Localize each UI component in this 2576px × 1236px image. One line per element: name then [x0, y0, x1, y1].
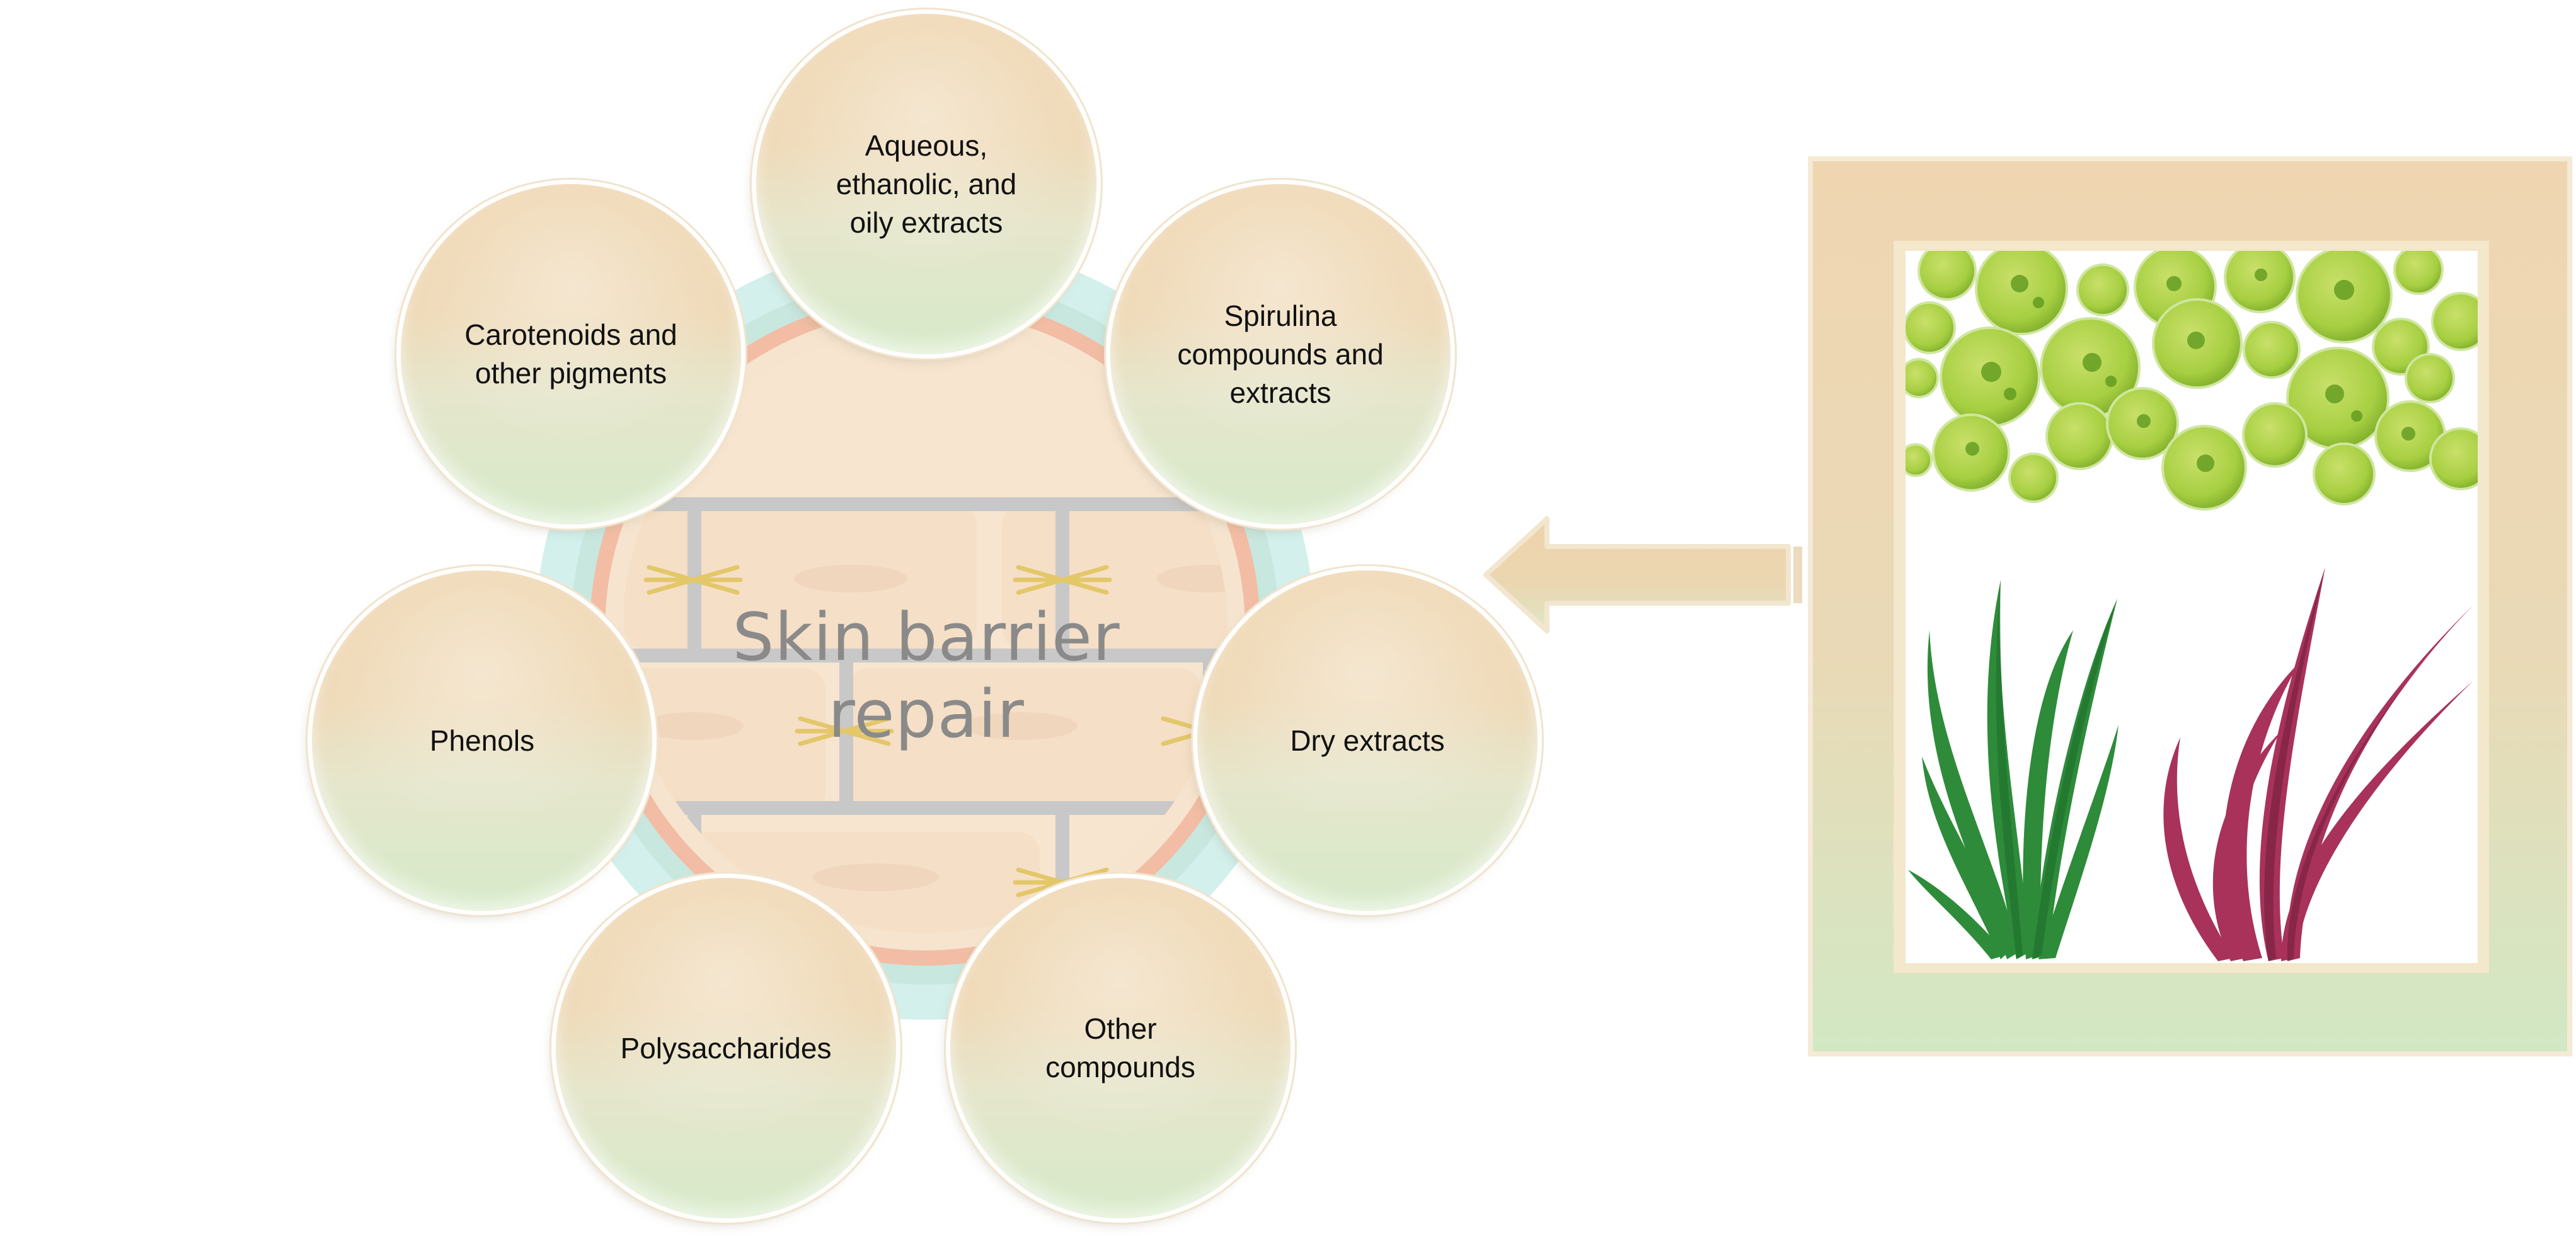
skin-section-illustration — [536, 241, 1314, 1020]
center-title: Skin barrier repair — [732, 599, 1120, 753]
node-phenols: Phenols — [312, 570, 652, 911]
node-carotenoids: Carotenoids and other pigments — [401, 184, 741, 524]
node-label: Polysaccharides — [620, 1031, 832, 1065]
node-label: Spirulina compounds and extracts — [1177, 299, 1384, 409]
node-label: Other compounds — [1045, 1012, 1195, 1083]
node-label: Carotenoids and other pigments — [464, 318, 677, 390]
node-polysaccharides: Polysaccharides — [556, 878, 896, 1218]
node-label: Dry extracts — [1290, 724, 1445, 757]
node-aqueous-extracts: Aqueous, ethanolic, and oily extracts — [756, 14, 1096, 354]
left-arrow-icon — [1483, 516, 1802, 633]
node-label: Aqueous, ethanolic, and oily extracts — [836, 129, 1017, 239]
node-spirulina: Spirulina compounds and extracts — [1110, 184, 1451, 524]
node-label: Phenols — [429, 724, 535, 757]
node-dry-extracts: Dry extracts — [1197, 570, 1538, 911]
red-seaweed-icon — [2163, 567, 2473, 961]
node-other-compounds: Other compounds — [950, 878, 1291, 1218]
